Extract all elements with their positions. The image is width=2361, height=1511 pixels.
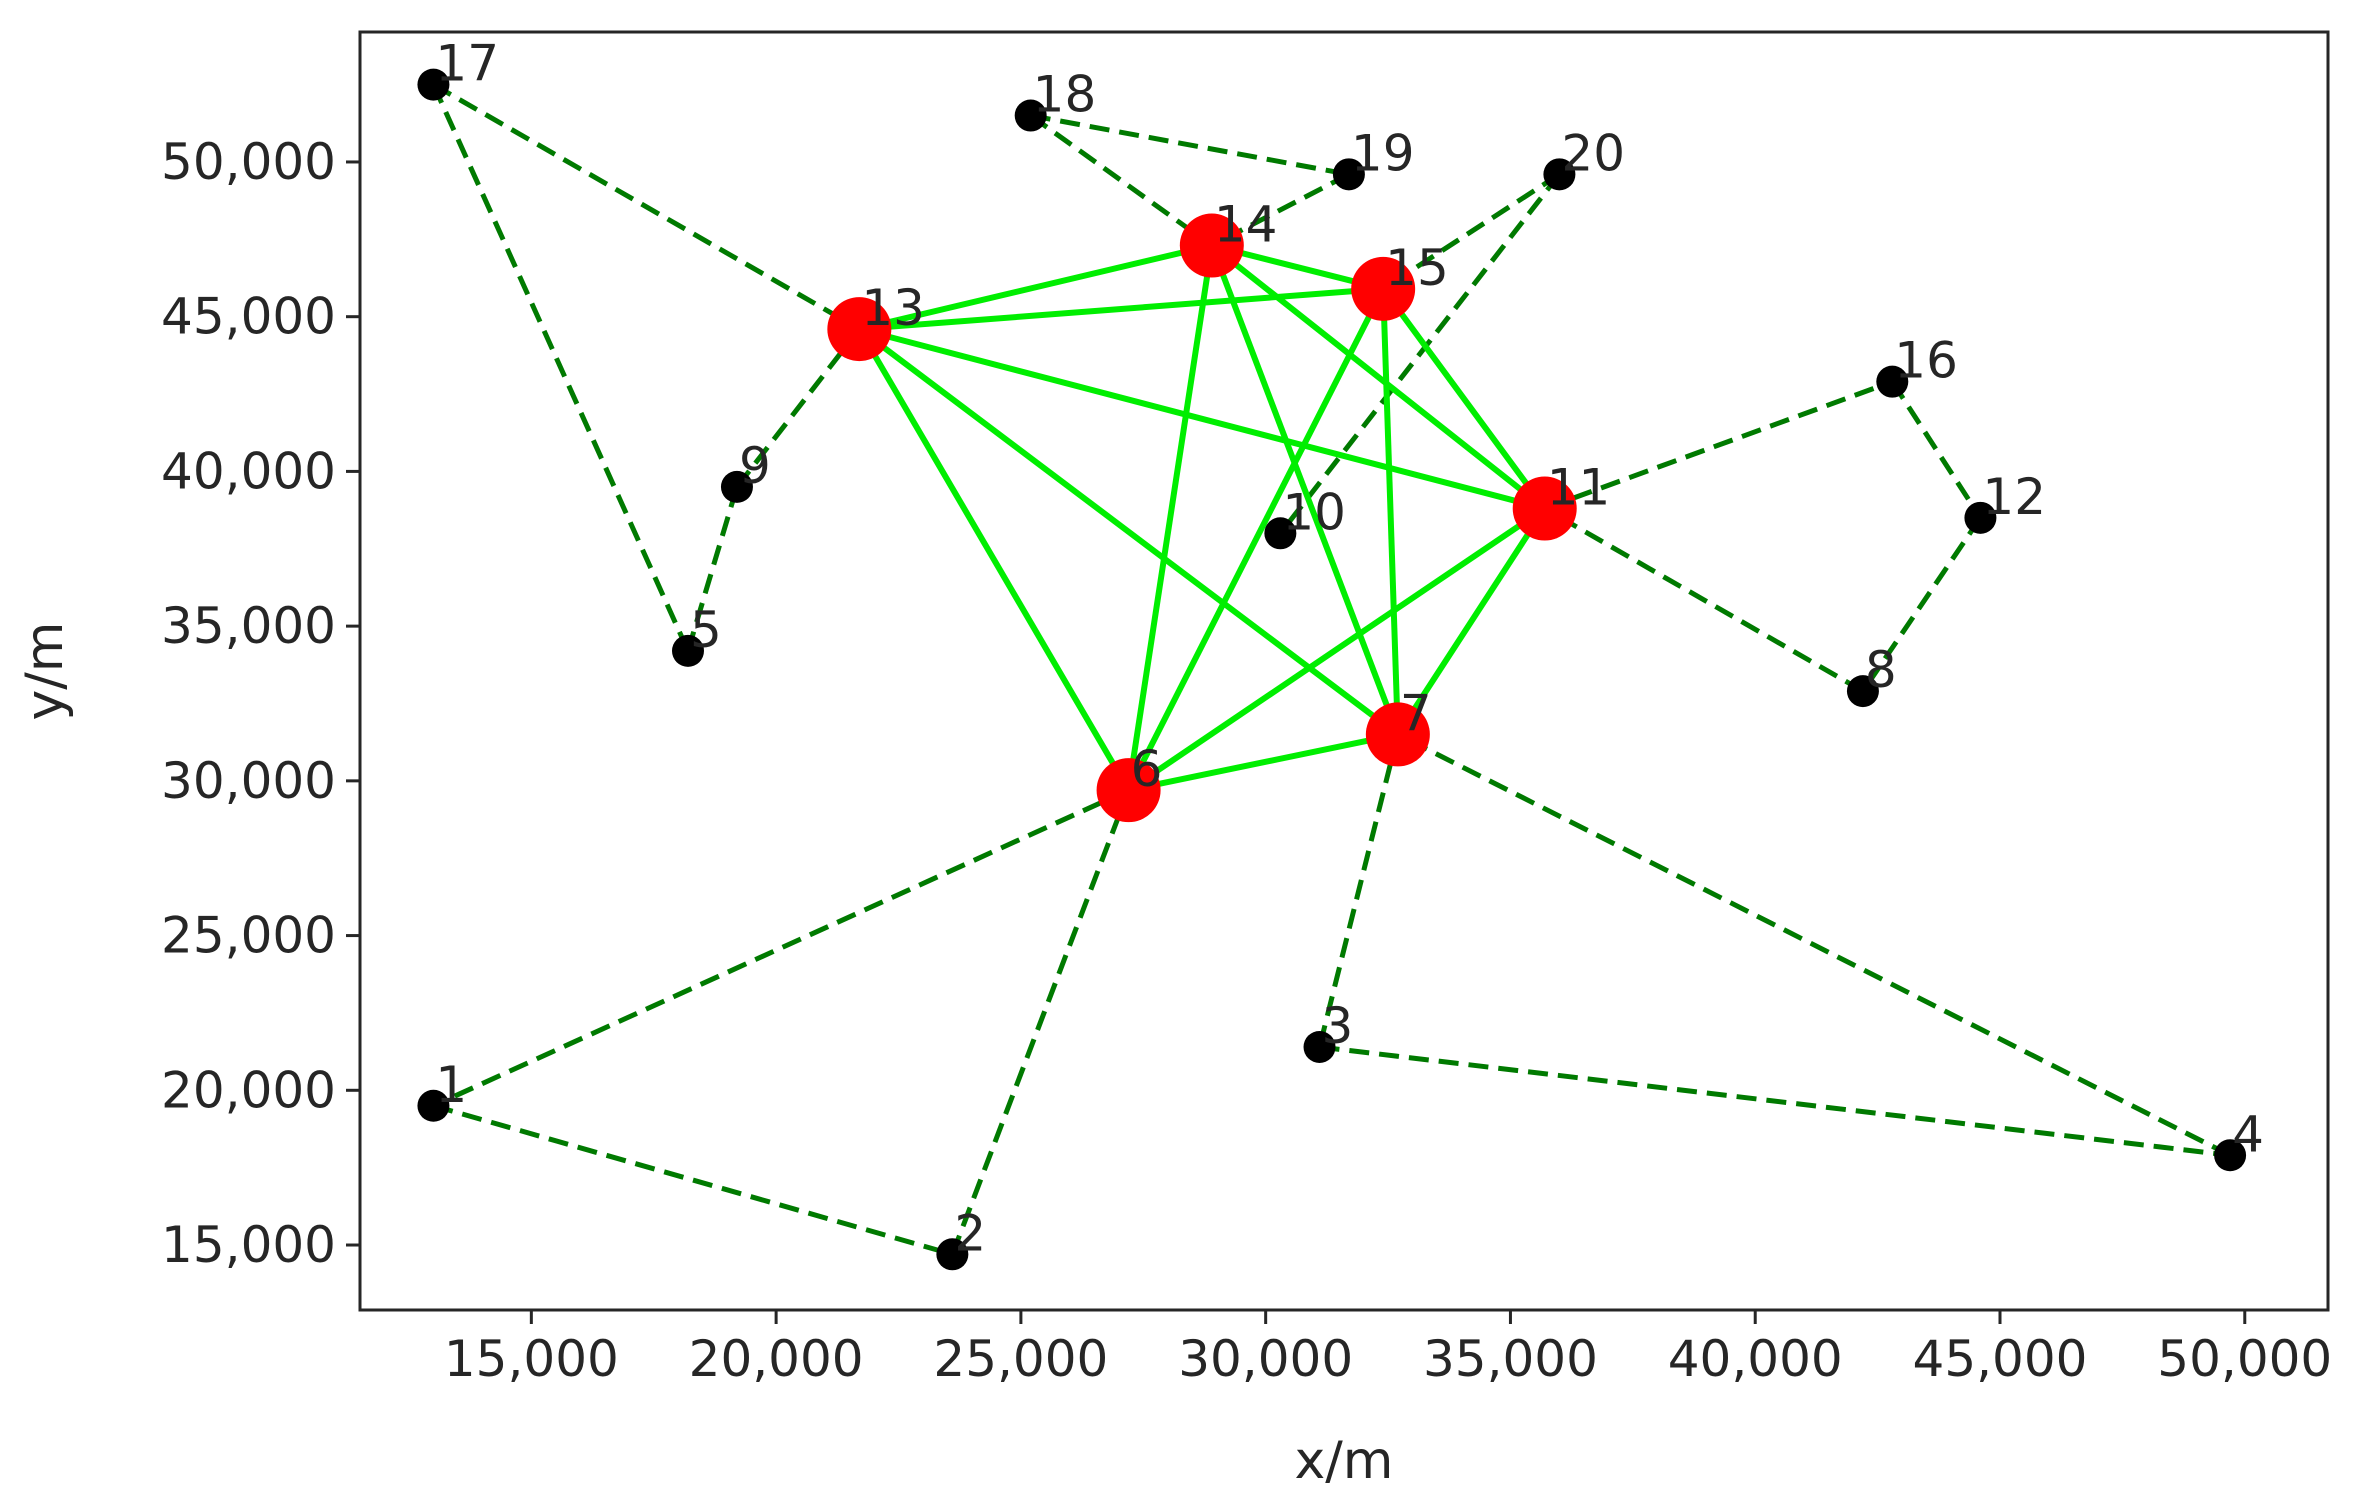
x-tick-label: 35,000 <box>1423 1330 1598 1388</box>
point-label-14: 14 <box>1214 196 1278 254</box>
x-axis-label: x/m <box>1295 1431 1394 1491</box>
x-tick-label: 45,000 <box>1913 1330 2088 1388</box>
hub-point-11 <box>1512 476 1577 541</box>
dashed-edge-1-2 <box>432 1103 954 1257</box>
node-point-5 <box>672 634 704 667</box>
point-label-1: 1 <box>435 1056 467 1114</box>
point-label-7: 7 <box>1400 684 1432 742</box>
node-point-10 <box>1264 517 1297 550</box>
dashed-edge-4-7 <box>1396 732 2232 1158</box>
point-label-17: 17 <box>435 35 499 93</box>
point-label-15: 15 <box>1385 239 1449 297</box>
node-point-9 <box>720 470 753 503</box>
point-label-5: 5 <box>690 601 722 659</box>
dashed-edge-12-8 <box>1860 516 1983 693</box>
dashed-edge-8-11 <box>1543 506 1865 694</box>
x-tick-label: 20,000 <box>689 1330 864 1388</box>
solid-edge-14-11 <box>1209 243 1547 511</box>
solid-edge-13-15 <box>859 285 1384 333</box>
solid-edge-15-7 <box>1380 288 1401 735</box>
x-tick-label: 15,000 <box>444 1330 619 1388</box>
point-label-10: 10 <box>1282 483 1346 541</box>
solid-edge-14-6 <box>1125 245 1215 791</box>
hub-point-7 <box>1365 702 1430 767</box>
node-point-2 <box>936 1238 969 1271</box>
node-point-19 <box>1332 158 1365 191</box>
y-tick-label: 25,000 <box>161 907 336 965</box>
dashed-edge-2-6 <box>950 789 1131 1256</box>
dashed-edge-16-12 <box>1890 380 1983 520</box>
solid-edges-layer <box>856 242 1548 794</box>
x-tick-label: 40,000 <box>1668 1330 1843 1388</box>
solid-edge-11-7 <box>1395 506 1548 737</box>
solid-edge-13-11 <box>858 326 1546 512</box>
point-label-6: 6 <box>1131 740 1163 798</box>
dashed-edge-7-3 <box>1317 733 1401 1048</box>
node-point-18 <box>1014 99 1047 132</box>
point-label-9: 9 <box>739 437 771 495</box>
point-label-18: 18 <box>1033 66 1097 124</box>
y-tick-label: 15,000 <box>161 1216 336 1274</box>
points-layer <box>417 68 2247 1271</box>
hub-point-14 <box>1179 213 1244 278</box>
point-label-11: 11 <box>1547 459 1611 517</box>
node-point-4 <box>2214 1139 2247 1172</box>
dashed-edge-17-13 <box>432 82 861 332</box>
dashed-edge-17-5 <box>431 83 691 652</box>
point-label-16: 16 <box>1894 332 1958 390</box>
solid-edge-13-6 <box>856 327 1132 792</box>
point-label-13: 13 <box>861 279 925 337</box>
dashed-edge-20-10 <box>1278 172 1562 535</box>
node-point-16 <box>1876 365 1909 398</box>
x-axis-ticks: 15,000 20,000 25,000 30,000 35,000 40,000 45,0… <box>444 1310 2332 1388</box>
y-tick-label: 35,000 <box>161 597 336 655</box>
dashed-edge-20-15 <box>1381 172 1561 291</box>
dashed-edge-3-4 <box>1319 1044 2231 1158</box>
y-tick-label: 40,000 <box>161 442 336 500</box>
x-tick-label: 50,000 <box>2157 1330 2332 1388</box>
dashed-edge-6-1 <box>432 787 1130 1109</box>
node-point-3 <box>1303 1030 1336 1063</box>
y-tick-label: 30,000 <box>161 752 336 810</box>
x-tick-label: 30,000 <box>1178 1330 1353 1388</box>
point-label-3: 3 <box>1322 997 1354 1055</box>
point-label-8: 8 <box>1865 641 1897 699</box>
x-tick-label: 25,000 <box>933 1330 1108 1388</box>
plot-frame <box>358 30 2330 1312</box>
solid-edge-15-11 <box>1380 287 1548 511</box>
y-axis-ticks: 15,000 20,000 25,000 30,000 35,000 40,000 45,0… <box>161 133 360 1274</box>
hub-point-6 <box>1096 758 1161 823</box>
point-label-2: 2 <box>954 1204 986 1262</box>
point-label-20: 20 <box>1561 124 1625 182</box>
dashed-edge-18-19 <box>1030 113 1350 177</box>
hub-point-13 <box>827 297 892 362</box>
y-tick-label: 20,000 <box>161 1061 336 1119</box>
solid-edge-6-7 <box>1127 731 1399 794</box>
dashed-edge-9-13 <box>734 327 862 489</box>
y-tick-label: 50,000 <box>161 133 336 191</box>
dashed-edge-18-14 <box>1029 113 1214 248</box>
dashed-edge-11-16 <box>1543 379 1894 511</box>
y-axis-label: y/m <box>15 622 75 721</box>
dashed-edges-layer <box>431 82 2232 1257</box>
node-point-20 <box>1543 158 1576 191</box>
node-point-17 <box>417 68 450 101</box>
node-point-1 <box>417 1089 450 1122</box>
point-label-12: 12 <box>1982 468 2046 526</box>
solid-edge-13-14 <box>858 242 1213 332</box>
y-tick-label: 45,000 <box>161 288 336 346</box>
node-point-12 <box>1964 501 1997 534</box>
solid-edge-14-7 <box>1209 244 1401 736</box>
node-point-8 <box>1846 675 1879 708</box>
hub-point-15 <box>1351 256 1416 321</box>
point-label-19: 19 <box>1351 124 1415 182</box>
solid-edge-11-6 <box>1126 506 1547 793</box>
solid-edge-15-6 <box>1125 287 1386 792</box>
point-label-4: 4 <box>2232 1105 2264 1163</box>
